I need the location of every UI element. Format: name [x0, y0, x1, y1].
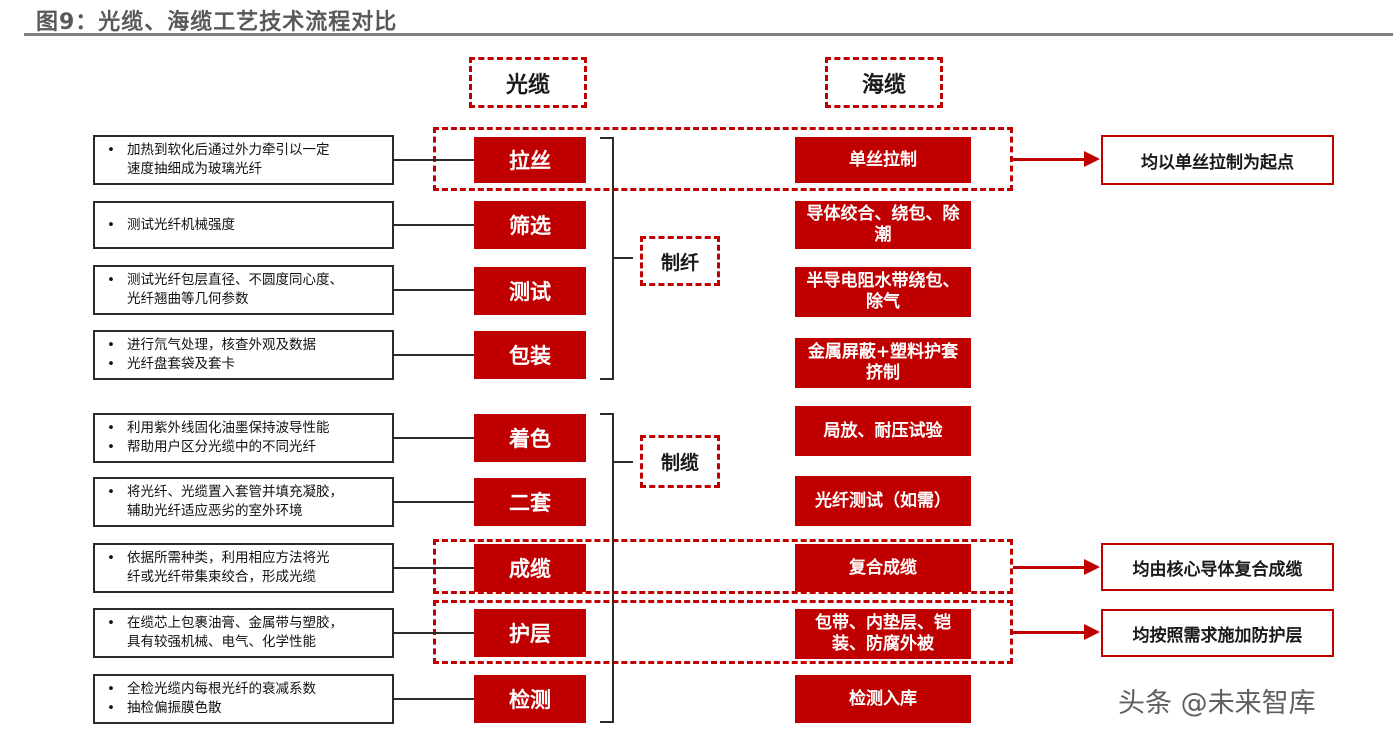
phase-label-fiber: 制纤	[660, 251, 699, 274]
step-description: 测试光纤包层直径、不圆度同心度、 光纤翘曲等几何参数	[93, 265, 394, 315]
optical-step: 成缆	[474, 544, 586, 592]
step-description: 测试光纤机械强度	[93, 201, 394, 249]
desc-line: 加热到软化后通过外力牵引以一定	[105, 141, 384, 160]
optical-step: 测试	[474, 267, 586, 315]
submarine-step: 复合成缆	[795, 544, 971, 592]
submarine-step: 局放、耐压试验	[795, 406, 971, 456]
arrow-line	[1013, 631, 1085, 634]
connector-line	[394, 354, 474, 356]
header-box-optical	[469, 57, 587, 108]
desc-line: 利用紫外线固化油墨保持波导性能	[105, 419, 384, 438]
optical-step: 二套	[474, 478, 586, 526]
desc-line: 速度抽细成为玻璃光纤	[127, 161, 262, 177]
connector-line	[394, 159, 474, 161]
title-underline	[24, 33, 1393, 36]
desc-line: 将光纤、光缆置入套管并填充凝胶，	[105, 483, 384, 502]
step-description: 依据所需种类，利用相应方法将光 纤或光纤带集束绞合，形成光缆	[93, 543, 394, 593]
optical-step: 包装	[474, 331, 586, 379]
arrow-head-icon	[1084, 559, 1100, 575]
desc-line: 辅助光纤适应恶劣的室外环境	[127, 503, 303, 519]
brace-cable-phase	[600, 413, 614, 723]
phase-box-fiber	[640, 236, 720, 286]
step-description: 全检光缆内每根光纤的衰减系数 抽检偏振膜色散	[93, 674, 394, 724]
connector-line	[394, 567, 474, 569]
step-description: 在缆芯上包裹油膏、金属带与塑胶， 具有较强机械、电气、化学性能	[93, 608, 394, 658]
optical-step: 拉丝	[474, 137, 586, 183]
arrow-line	[1013, 566, 1085, 569]
note-sheath: 均按照需求施加防护层	[1101, 609, 1334, 657]
header-optical: 光缆	[505, 72, 550, 98]
brace-fiber-phase	[600, 137, 614, 380]
optical-step: 护层	[474, 609, 586, 657]
desc-line: 抽检偏振膜色散	[105, 699, 384, 718]
desc-line: 测试光纤包层直径、不圆度同心度、	[105, 271, 384, 290]
desc-line: 在缆芯上包裹油膏、金属带与塑胶，	[105, 614, 384, 633]
submarine-step: 半导电阻水带绕包、除气	[795, 267, 971, 317]
submarine-step: 金属屏蔽+塑料护套挤制	[795, 338, 971, 388]
submarine-step: 包带、内垫层、铠装、防腐外被	[795, 609, 971, 659]
desc-line: 全检光缆内每根光纤的衰减系数	[105, 680, 384, 699]
submarine-step: 导体绞合、绕包、除潮	[795, 201, 971, 249]
arrow-line	[1013, 158, 1085, 161]
step-description: 利用紫外线固化油墨保持波导性能 帮助用户区分光缆中的不同光纤	[93, 413, 394, 463]
note-drawing: 均以单丝拉制为起点	[1101, 135, 1334, 185]
submarine-step: 检测入库	[795, 675, 971, 723]
arrow-head-icon	[1084, 151, 1100, 167]
desc-line: 具有较强机械、电气、化学性能	[127, 634, 316, 650]
connector-line	[394, 632, 474, 634]
connector-line	[394, 698, 474, 700]
connector-line	[394, 437, 474, 439]
watermark: 头条 @未来智库	[1118, 688, 1316, 719]
highlight-row-cabling	[433, 539, 1013, 594]
connector-line	[394, 501, 474, 503]
step-description: 加热到软化后通过外力牵引以一定 速度抽细成为玻璃光纤	[93, 135, 394, 185]
page-title: 图9：光缆、海缆工艺技术流程对比	[36, 10, 398, 35]
optical-step: 着色	[474, 414, 586, 462]
note-cabling: 均由核心导体复合成缆	[1101, 543, 1334, 591]
submarine-step: 单丝拉制	[795, 137, 971, 183]
header-box-submarine	[825, 57, 943, 108]
arrow-head-icon	[1084, 624, 1100, 640]
desc-line: 纤或光纤带集束绞合，形成光缆	[127, 569, 316, 585]
connector-line	[394, 289, 474, 291]
step-description: 进行氘气处理，核查外观及数据 光纤盘套袋及套卡	[93, 330, 394, 380]
desc-line: 帮助用户区分光缆中的不同光纤	[105, 438, 384, 457]
phase-label-cable: 制缆	[660, 452, 699, 474]
desc-line: 光纤翘曲等几何参数	[127, 291, 249, 307]
desc-line: 进行氘气处理，核查外观及数据	[105, 336, 384, 355]
desc-line: 测试光纤机械强度	[105, 216, 384, 235]
submarine-step: 光纤测试（如需）	[795, 476, 971, 526]
phase-box-cable	[640, 435, 720, 488]
brace-tick	[613, 461, 633, 463]
optical-step: 检测	[474, 675, 586, 723]
header-submarine: 海缆	[861, 72, 906, 98]
optical-step: 筛选	[474, 201, 586, 249]
connector-line	[394, 224, 474, 226]
brace-tick	[613, 257, 633, 259]
step-description: 将光纤、光缆置入套管并填充凝胶， 辅助光纤适应恶劣的室外环境	[93, 477, 394, 527]
desc-line: 光纤盘套袋及套卡	[105, 355, 384, 374]
desc-line: 依据所需种类，利用相应方法将光	[105, 549, 384, 568]
